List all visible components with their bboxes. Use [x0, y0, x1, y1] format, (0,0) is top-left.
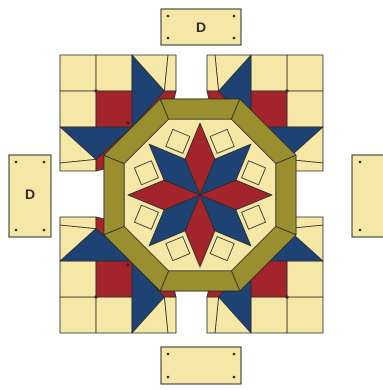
seam-dot [126, 121, 129, 124]
cream-square [60, 297, 96, 333]
cream-square [60, 55, 96, 91]
panel-left-label: D [25, 186, 35, 202]
star-diamond [96, 261, 132, 297]
panel-bottom [161, 347, 241, 384]
cream-piece [60, 91, 96, 127]
olive-ring-segment [160, 271, 240, 291]
cream-piece [96, 297, 132, 333]
olive-ring-segment [104, 155, 124, 235]
seam-dot [198, 193, 201, 196]
cream-piece [251, 297, 287, 333]
olive-ring-segment [160, 99, 240, 119]
cream-square [287, 297, 323, 333]
seam-dot [285, 89, 288, 92]
seam-dot [94, 89, 97, 92]
cream-piece [287, 261, 323, 297]
cream-piece [287, 91, 323, 127]
panel-left: D [9, 155, 51, 237]
cream-piece [96, 55, 132, 91]
cream-square [287, 55, 323, 91]
olive-ring-segment [276, 155, 296, 235]
panel-top-label: D [196, 19, 206, 35]
panel-top: D [161, 9, 241, 45]
seam-dot [94, 295, 97, 298]
center-octagon-block [104, 99, 296, 291]
panel-right [352, 155, 383, 237]
seam-dot [126, 263, 129, 266]
cream-piece [60, 261, 96, 297]
seam-dot [285, 295, 288, 298]
cream-piece [251, 55, 287, 91]
star-diamond [96, 91, 132, 127]
